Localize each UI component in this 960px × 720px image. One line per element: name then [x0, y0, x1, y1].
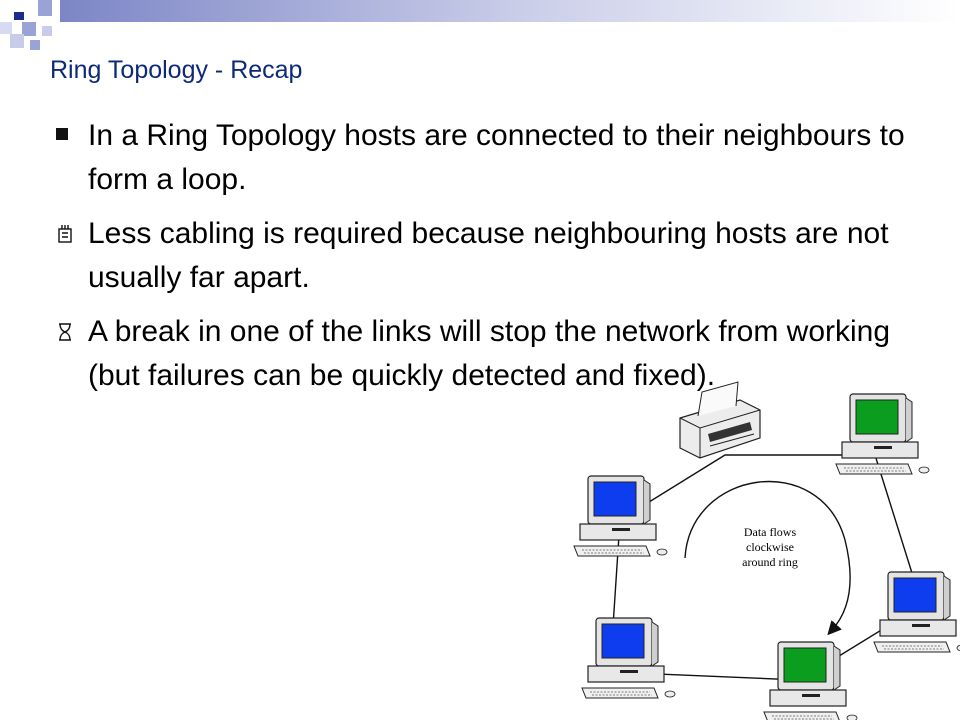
bullet-item-ring-definition: In a Ring Topology hosts are connected t…	[56, 114, 906, 202]
bullet-list: In a Ring Topology hosts are connected t…	[56, 114, 906, 408]
annotation-line-1: Data flows	[744, 525, 797, 539]
workstation-top-right	[835, 393, 930, 475]
clockwise-arrow	[684, 480, 851, 636]
bullet-item-less-cabling: Less cabling is required because neighbo…	[56, 212, 906, 300]
bullet-text: A break in one of the links will stop th…	[88, 315, 891, 392]
slide-title: Ring Topology - Recap	[50, 56, 303, 84]
ring-topology-diagram: Data flows clockwise around ring	[573, 381, 960, 720]
bullet-item-link-break: A break in one of the links will stop th…	[56, 310, 906, 398]
workstation-right	[873, 571, 960, 653]
workstation-bottom-left	[581, 617, 676, 699]
pro-icon	[56, 212, 78, 256]
header-decoration-graphic	[0, 0, 960, 50]
con-icon	[56, 310, 78, 354]
header-decoration	[0, 0, 960, 60]
printer-icon	[679, 381, 761, 459]
square-bullet-icon	[56, 114, 78, 158]
workstation-left	[573, 475, 668, 557]
bullet-text: In a Ring Topology hosts are connected t…	[88, 119, 905, 196]
annotation-line-2: clockwise	[746, 540, 794, 554]
bullet-text: Less cabling is required because neighbo…	[88, 217, 889, 294]
annotation-line-3: around ring	[742, 555, 798, 569]
